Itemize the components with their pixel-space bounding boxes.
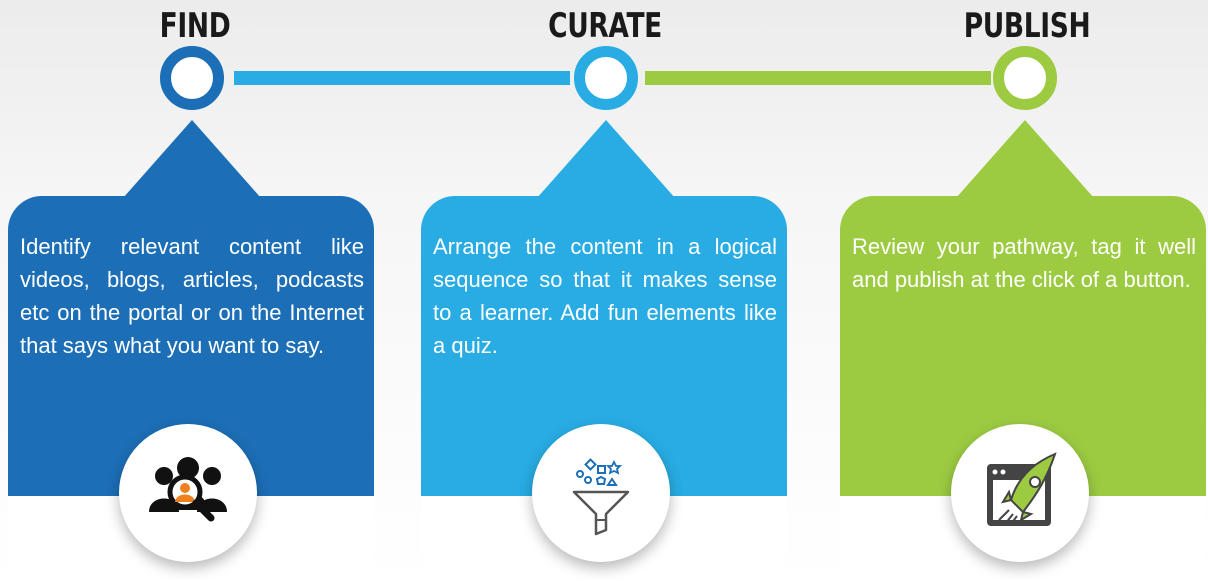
card-find-description: Identify relevant content like videos, b… [20, 234, 364, 358]
card-find: Identify relevant content like videos, b… [8, 196, 374, 580]
connector-curate-publish [645, 71, 991, 85]
card-curate: Arrange the content in a logical sequenc… [421, 196, 787, 580]
timeline-node-find [160, 46, 224, 110]
rocket-window-icon [987, 452, 1057, 526]
timeline-node-publish [993, 46, 1057, 110]
people-search-icon [149, 457, 227, 522]
card-curate-description: Arrange the content in a logical sequenc… [433, 234, 777, 358]
pointer-curate [537, 120, 675, 198]
card-curate-icon-circle [532, 424, 670, 562]
funnel-shapes-icon [572, 458, 630, 536]
step-title-publish: PUBLISH [963, 6, 1091, 46]
timeline-node-curate [574, 46, 638, 110]
card-publish-icon-circle [951, 424, 1089, 562]
card-publish: Review your pathway, tag it well and pub… [840, 196, 1206, 580]
step-title-curate: CURATE [548, 6, 662, 46]
card-publish-description: Review your pathway, tag it well and pub… [852, 234, 1196, 292]
step-title-find: FIND [159, 6, 231, 46]
card-find-icon-circle [119, 424, 257, 562]
pointer-publish [956, 120, 1094, 198]
pointer-find [123, 120, 261, 198]
connector-find-curate [234, 71, 570, 85]
